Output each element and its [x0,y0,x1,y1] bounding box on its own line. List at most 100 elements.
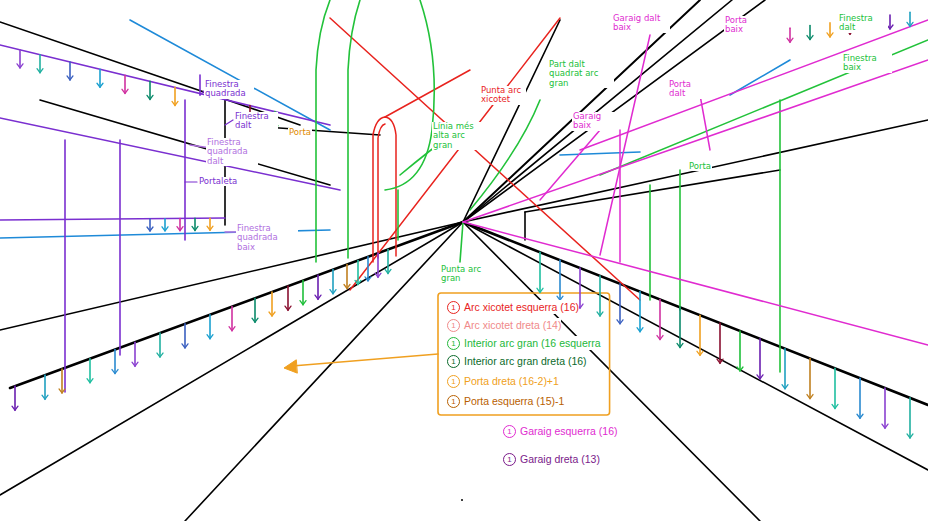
tick-arrow [67,76,73,80]
drop-tick [184,324,186,348]
legend-swatch: 1 [447,337,460,350]
drop-tick [699,315,701,355]
drop-tick [346,265,348,289]
tick-arrow [907,22,913,26]
tick-arrow [192,226,198,230]
drop-tick [367,257,369,281]
tick-arrow [832,404,838,408]
annotation-label: Finestra quadrada dalt [206,138,258,166]
tick-arrow [207,226,213,230]
drop-tick [884,388,886,428]
legend-swatch: 1 [447,395,460,408]
drop-tick [99,69,101,87]
annotation-label: Porta dalt [668,80,706,99]
tick-arrow [882,424,888,428]
callout-number: 1 [451,321,455,330]
legend-text: Garaig esquerra (16) [520,424,617,438]
tick-arrow [207,335,213,339]
legend-swatch: 1 [447,375,460,388]
drop-tick [679,307,681,347]
annotation-label: Finestra quadrada [204,80,254,99]
drop-tick [539,252,541,292]
drop-tick [302,281,304,305]
drop-tick [387,249,389,273]
legend-row: 1 Interior arc gran dreta (16) [447,354,587,368]
legend-row: 1 Garaig esquerra (16) [503,424,617,438]
annotation-label: Porta baix [724,16,762,35]
drop-tick [599,276,601,316]
tick-arrow [330,290,336,294]
tick-arrow [172,101,178,105]
callout-number: 1 [451,357,455,366]
tick-arrow [697,351,703,355]
drop-tick [69,62,71,80]
drop-tick [134,342,136,366]
drop-tick [759,339,761,379]
legend-swatch: 1 [447,355,460,368]
legend-row: 1Porta esquerra (15)-1 [447,394,564,408]
callout-number: 1 [451,377,455,386]
tick-arrow [252,318,258,322]
tick-arrow [807,36,813,40]
tick-arrow [147,227,153,231]
drop-tick [377,253,379,277]
tick-arrow [132,362,138,366]
tick-arrow [162,227,168,231]
drop-tick [124,75,126,93]
callout-number: 1 [451,303,455,312]
annotation-label: Porta [688,162,712,171]
tick-arrow [787,38,793,42]
legend-swatch: 1 [503,425,516,438]
drop-tick [287,286,289,310]
tick-arrow [807,395,813,399]
tick-arrow [17,64,23,68]
tick-arrow [182,344,188,348]
drop-tick [149,81,151,99]
drop-tick [739,331,741,371]
legend-text: Garaig dreta (13) [520,452,600,466]
drop-tick [789,28,791,42]
tick-arrow [617,320,623,324]
legend-text: Arc xicotet esquerra (16) [464,300,579,314]
drop-tick [271,292,273,316]
tick-arrow [147,95,153,99]
drop-tick [89,359,91,383]
drop-tick [659,300,661,340]
annotation-label: Finestra dalt [838,14,888,33]
annotation-label: Punta arc xicotet [480,86,526,105]
callout-number: 1 [507,455,511,464]
tick-arrow [12,406,18,410]
annotation-label: Garaig dalt baix [612,14,670,33]
tick-arrow [355,280,361,284]
legend-text: Arc xicotet dreta (14) [464,318,561,332]
annotation-label: Finestra quadrada baix [236,224,298,252]
callout-number: 1 [507,427,511,436]
drop-tick [159,333,161,357]
tick-arrow [385,269,391,273]
tick-arrow [597,312,603,316]
drop-tick [829,23,831,37]
tick-arrow [657,336,663,340]
tick-arrow [157,353,163,357]
legend-text: Interior arc gran dreta (16) [464,354,587,368]
drop-tick [174,87,176,105]
tick-arrow [315,295,321,299]
legend-row: 1 Arc xicotet dreta (14) [447,318,561,332]
legend-text: Porta dreta (16-2)+1 [464,374,559,388]
drop-tick [784,349,786,389]
tick-arrow [344,285,350,289]
tick-arrow [37,69,43,73]
tick-arrow [59,389,65,393]
tick-arrow [737,367,743,371]
tick-arrow [112,370,118,374]
drop-tick [559,260,561,300]
annotation-label: Porta [288,128,312,137]
annotation-label: Part dalt quadrat arc gran [548,60,614,88]
drop-tick [114,350,116,374]
tick-arrow [677,343,683,347]
legend-swatch: 1 [447,319,460,332]
tick-arrow [782,385,788,389]
tick-arrow [857,414,863,418]
tick-arrow [717,359,723,363]
